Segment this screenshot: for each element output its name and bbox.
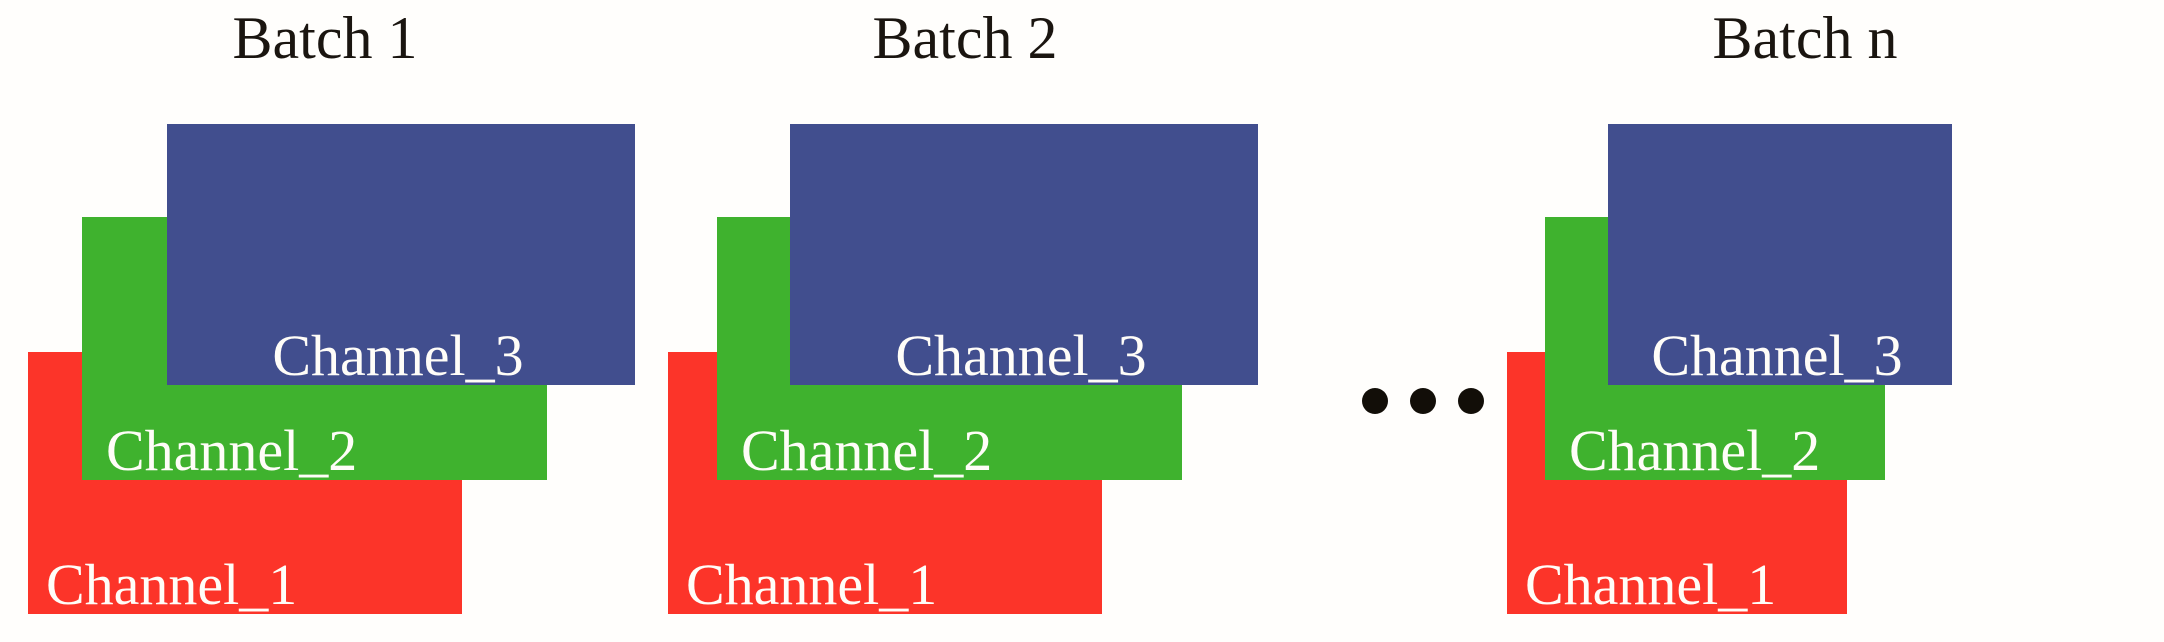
channel-label: Channel_3 [895,323,1147,388]
channel-label: Channel_2 [1569,418,1821,483]
channel-label: Channel_2 [741,418,993,483]
channel-card-3-batch-2: Channel_3 [790,124,1258,385]
channel-card-3-batch-1: Channel_3 [167,124,635,385]
channel-card-3-batch-3: Channel_3 [1608,124,1952,385]
ellipsis-dot [1410,388,1436,414]
channel-label: Channel_1 [1525,552,1777,617]
channel-label: Channel_3 [1651,323,1903,388]
batch-title-2: Batch 2 [872,5,1058,71]
continuation-ellipsis [1362,388,1484,414]
channel-label: Channel_2 [106,418,358,483]
batch-title-1: Batch 1 [232,5,418,71]
channel-label: Channel_1 [686,552,938,617]
ellipsis-dot [1458,388,1484,414]
channel-label: Channel_3 [272,323,524,388]
batch-title-3: Batch n [1712,5,1898,71]
channel-label: Channel_1 [46,552,298,617]
ellipsis-dot [1362,388,1388,414]
